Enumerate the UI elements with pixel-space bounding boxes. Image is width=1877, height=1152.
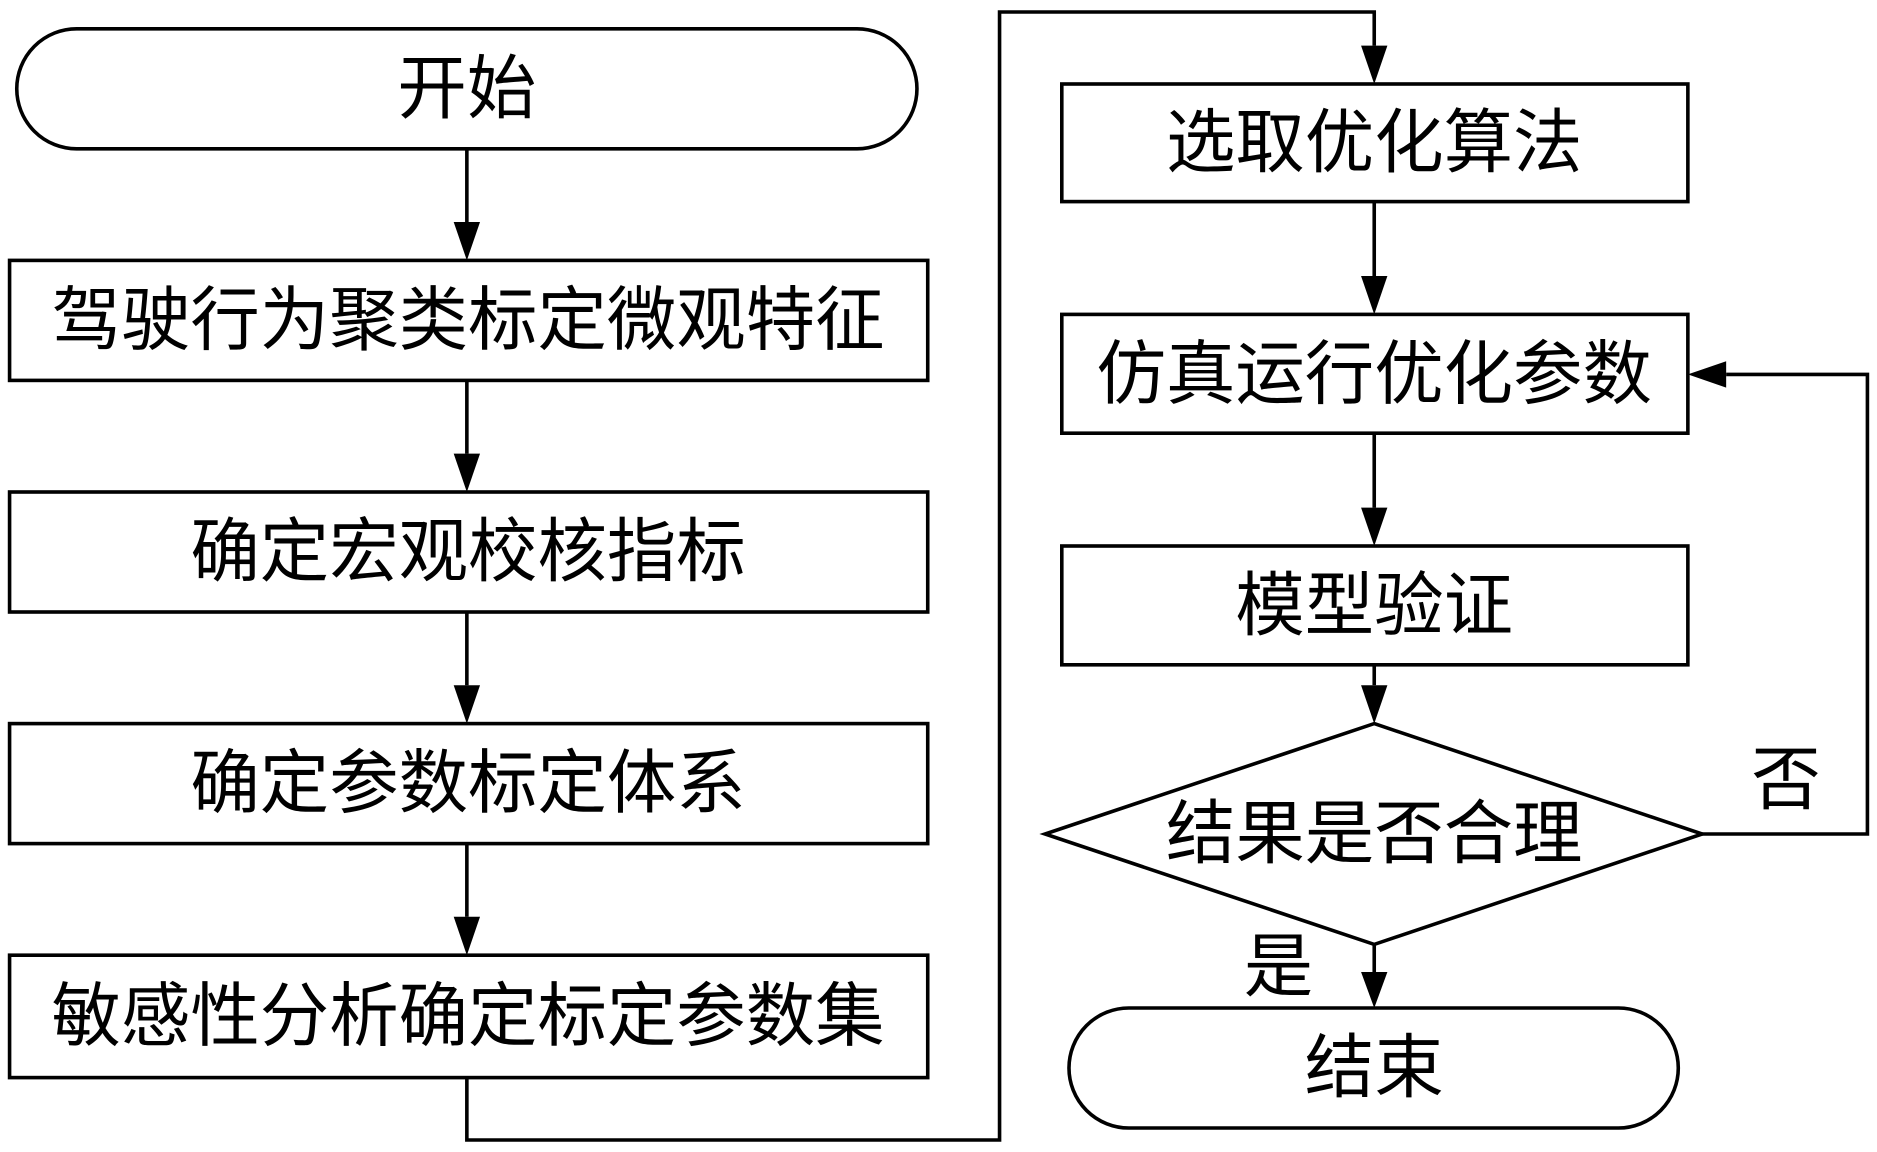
arrowhead-down-icon — [1361, 972, 1388, 1008]
step-box-4-label: 敏感性分析确定标定参数集 — [52, 976, 885, 1057]
arrow-step-7-to-decision — [1361, 664, 1388, 724]
step-box-7: 模型验证 — [1060, 544, 1690, 667]
step-box-4-shape — [7, 953, 930, 1080]
step-box-2-label: 确定宏观校核指标 — [190, 511, 745, 592]
decision-label: 结果是否合理 — [1166, 793, 1582, 874]
arrow-step-3-to-step-4 — [453, 843, 481, 956]
step-box-1-label: 驾驶行为聚类标定微观特征 — [52, 280, 885, 361]
step-box-6: 仿真运行优化参数 — [1060, 312, 1690, 435]
no-branch-label: 否 — [1751, 739, 1820, 820]
step-box-3: 确定参数标定体系 — [7, 721, 930, 846]
step-box-4: 敏感性分析确定标定参数集 — [7, 953, 930, 1080]
arrowhead-down-icon — [1361, 276, 1388, 315]
arrow-step-5-to-step-6 — [1361, 201, 1388, 315]
connector-left-to-right-column — [465, 10, 1388, 1142]
arrowhead-left-icon — [1687, 361, 1727, 388]
yes-branch-label: 是 — [1244, 927, 1313, 1008]
arrowhead-down-icon — [1361, 507, 1388, 546]
step-box-1-shape — [7, 258, 930, 383]
step-box-5-label: 选取优化算法 — [1166, 102, 1582, 183]
end-terminal-label: 结束 — [1305, 1027, 1444, 1108]
arrow-start-to-step-1 — [453, 148, 481, 261]
arrow-step-6-to-step-7 — [1361, 433, 1388, 546]
arrow-step-2-to-step-3 — [453, 612, 481, 724]
step-box-3-shape — [7, 721, 930, 846]
step-box-3-label: 确定参数标定体系 — [190, 743, 745, 824]
arrow-step-1-to-step-2 — [453, 380, 481, 492]
arrowhead-down-icon — [1361, 685, 1388, 724]
step-box-6-shape — [1060, 312, 1690, 435]
step-box-1: 驾驶行为聚类标定微观特征 — [7, 258, 930, 383]
no-branch-loop: 否 — [1687, 361, 1870, 836]
connector-line — [465, 10, 1377, 1142]
end-terminal-shape — [1067, 1006, 1681, 1130]
step-box-2: 确定宏观校核指标 — [7, 490, 930, 614]
step-box-7-shape — [1060, 544, 1690, 667]
arrowhead-down-icon — [453, 916, 481, 956]
end-terminal: 结束 — [1067, 1006, 1681, 1130]
no-branch-line — [1702, 372, 1870, 836]
arrowhead-down-icon — [453, 685, 481, 724]
arrowhead-down-icon — [1361, 45, 1388, 84]
yes-branch: 是 — [1244, 927, 1388, 1008]
step-box-5: 选取优化算法 — [1060, 82, 1690, 204]
step-box-6-label: 仿真运行优化参数 — [1097, 334, 1652, 415]
arrowhead-down-icon — [453, 222, 481, 261]
decision-diamond: 结果是否合理 — [1039, 721, 1708, 947]
start-terminal: 开始 — [14, 27, 919, 151]
start-terminal-label: 开始 — [397, 48, 536, 129]
step-box-7-label: 模型验证 — [1235, 565, 1513, 646]
arrowhead-down-icon — [453, 453, 481, 492]
